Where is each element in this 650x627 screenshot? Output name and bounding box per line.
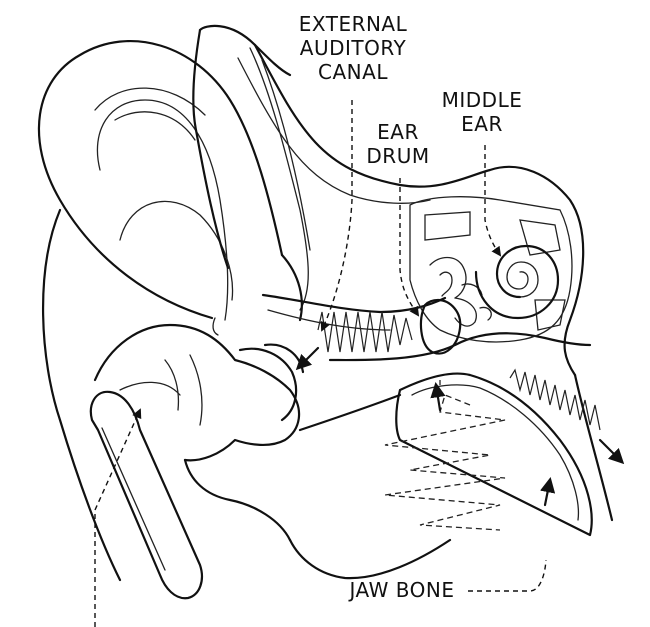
- label-external-auditory-canal: EXTERNAL AUDITORY CANAL: [283, 12, 423, 84]
- sound-waves: [317, 311, 601, 431]
- label-line: EAR: [461, 112, 503, 136]
- label-line: AUDITORY: [299, 36, 407, 60]
- label-line: CANAL: [318, 60, 388, 84]
- skull-outline: [192, 24, 614, 522]
- bone-conduction-path: [384, 380, 506, 531]
- earbud-device: [89, 323, 452, 600]
- leader-lines: [94, 100, 547, 627]
- label-line: EXTERNAL: [298, 12, 408, 36]
- outer-ear-pinna: [37, 40, 284, 582]
- jaw-bone-shape: [395, 372, 593, 537]
- label-jaw-bone: JAW BONE: [349, 578, 455, 602]
- middle-ear-structures: [409, 196, 573, 355]
- label-line: EAR: [377, 120, 419, 144]
- label-ear-drum: EAR DRUM: [358, 120, 438, 168]
- cochlea-spiral: [474, 244, 560, 320]
- label-line: MIDDLE: [441, 88, 523, 112]
- arrows: [295, 346, 625, 507]
- label-middle-ear: MIDDLE EAR: [432, 88, 532, 136]
- label-line: DRUM: [366, 144, 430, 168]
